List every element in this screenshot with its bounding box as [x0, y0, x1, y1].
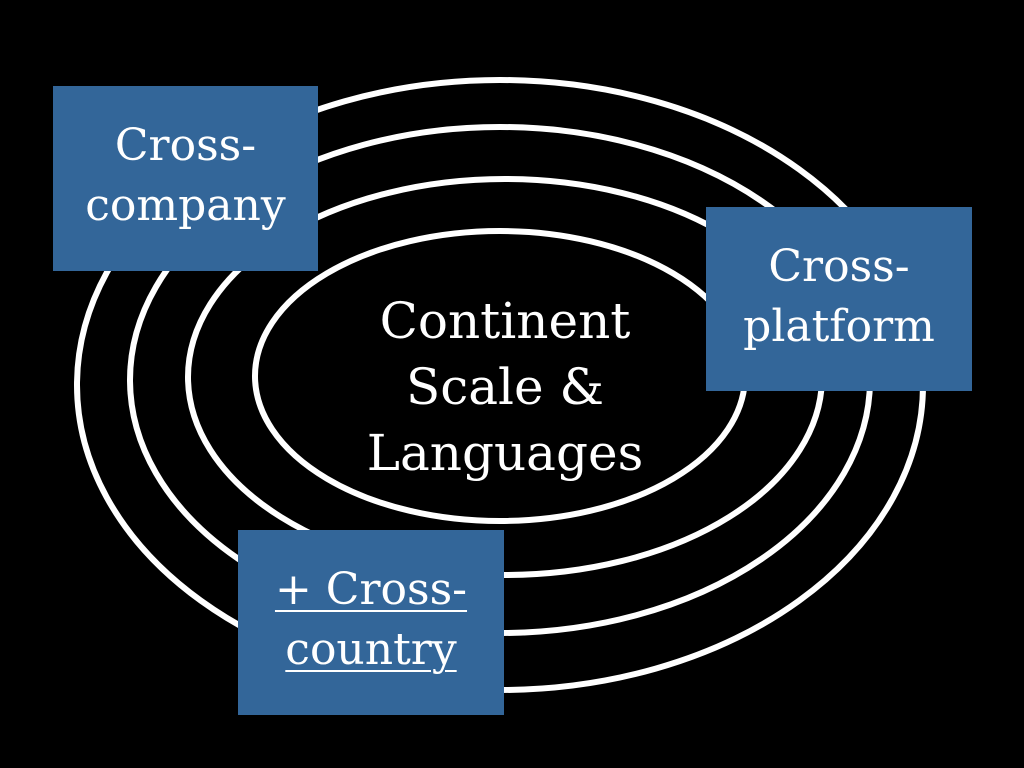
- cross-country-link-line-1[interactable]: + Cross-: [274, 564, 468, 615]
- cross-platform-line-1: Cross-: [768, 241, 910, 292]
- cross-company-line-1: Cross-: [114, 120, 257, 171]
- cross-company-box: Cross- company: [53, 86, 318, 271]
- cross-country-box[interactable]: + Cross- country: [238, 530, 504, 715]
- center-label-line-2: Scale &: [405, 358, 605, 416]
- cross-platform-line-2: platform: [743, 301, 935, 352]
- cross-platform-box: Cross- platform: [706, 207, 972, 391]
- cross-country-link-line-2[interactable]: country: [285, 624, 457, 675]
- center-label-line-1: Continent: [379, 292, 631, 350]
- center-label: Continent Scale & Languages: [330, 288, 680, 486]
- center-label-line-3: Languages: [366, 424, 644, 482]
- cross-company-line-2: company: [85, 180, 286, 231]
